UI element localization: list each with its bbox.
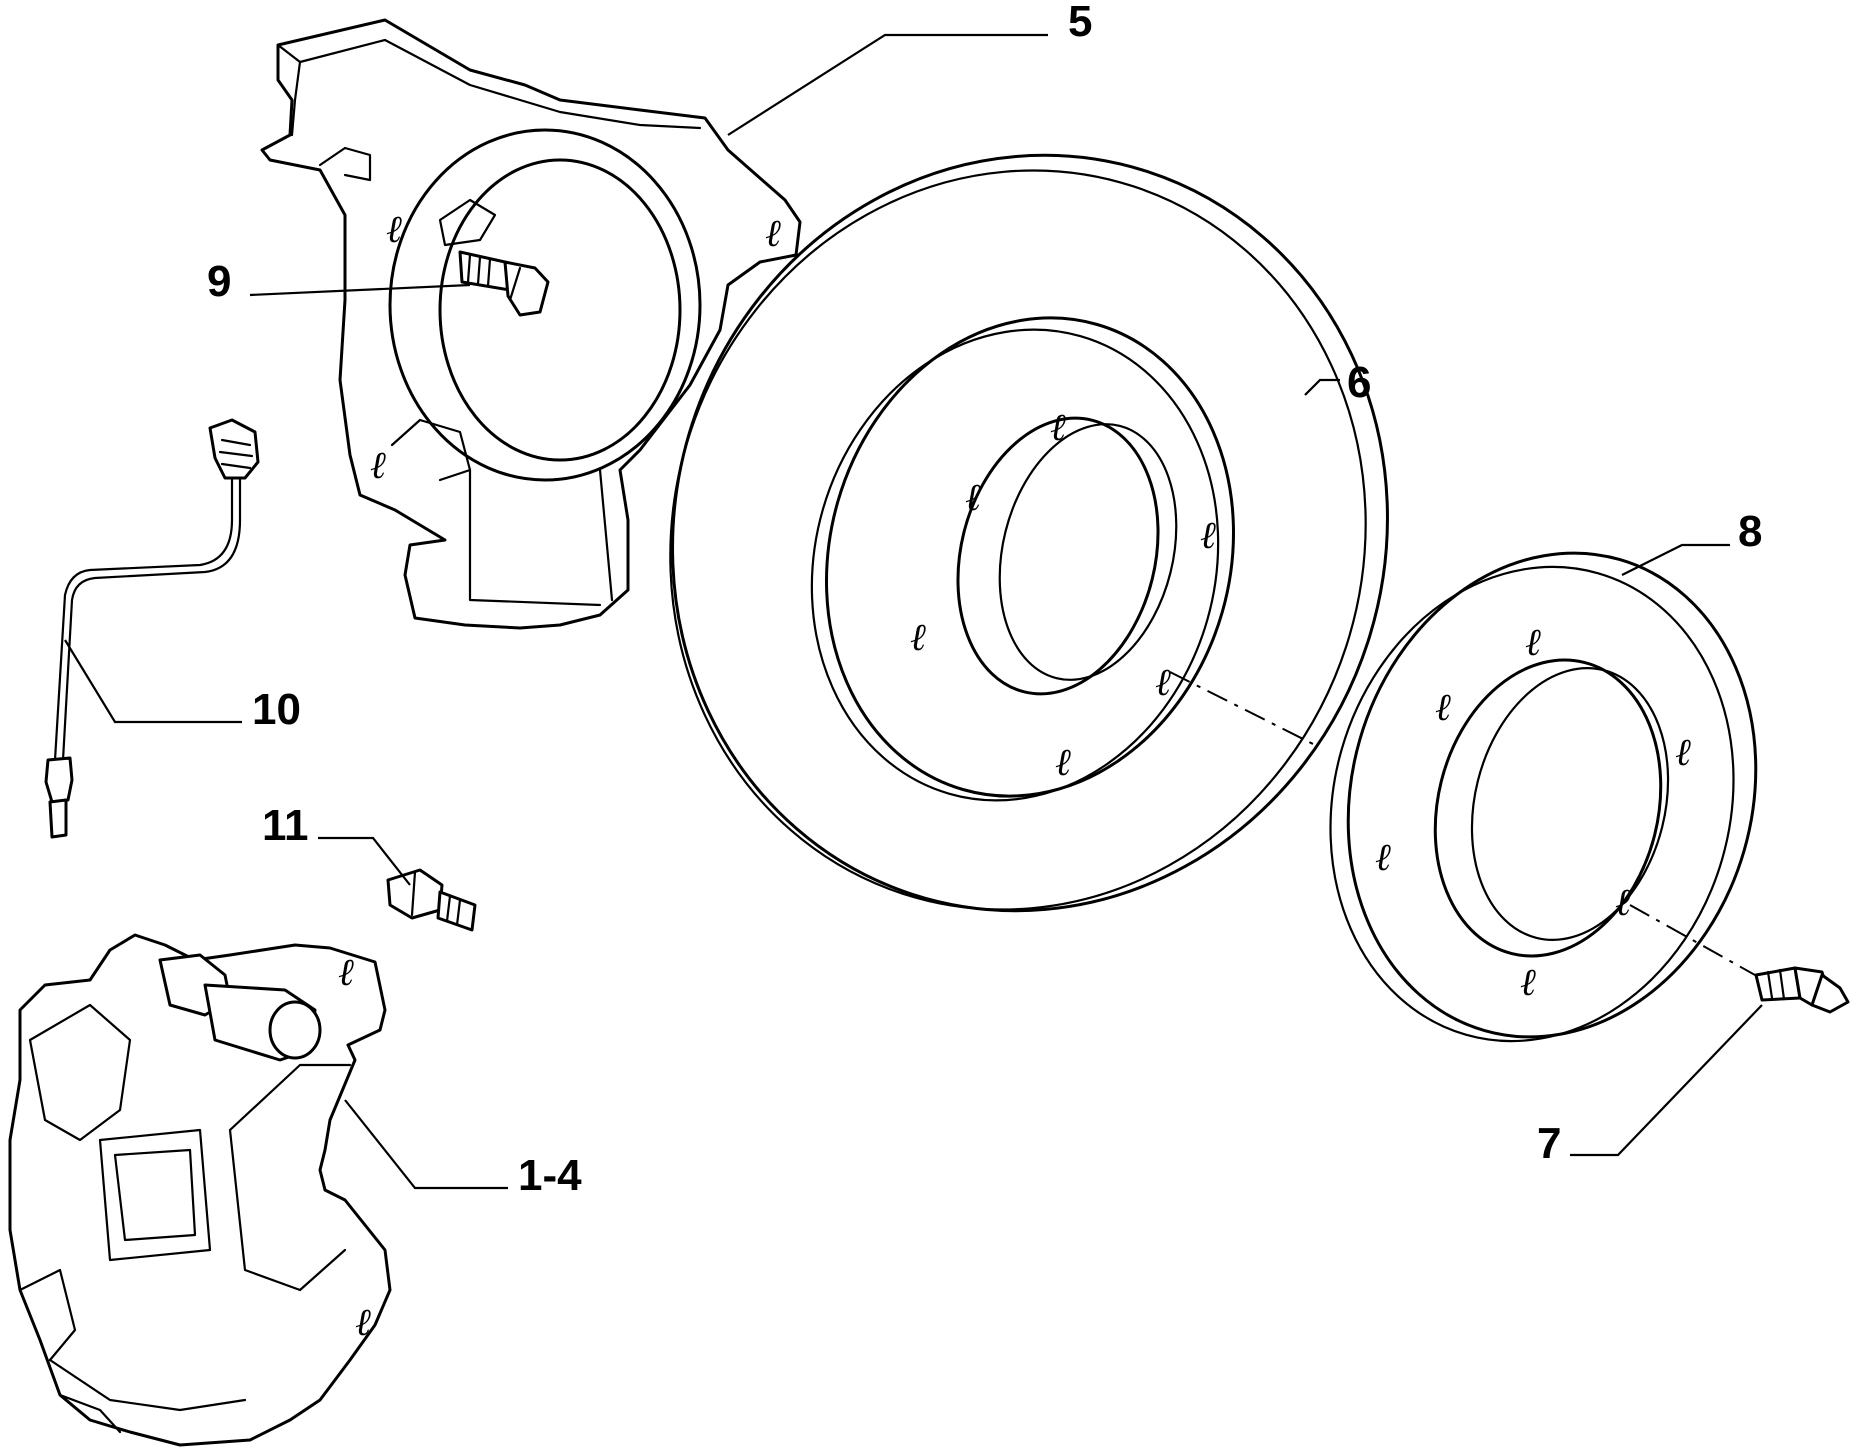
shield-bolt-part	[458, 250, 550, 317]
disc-bolt-hole: ℓ	[1050, 405, 1066, 449]
leader-lines	[64, 33, 1763, 1190]
caliper-mounting-hole: ℓ	[338, 950, 354, 994]
caliper-part: ℓ ℓ	[8, 933, 392, 1447]
leader-line-9	[249, 283, 471, 297]
leader-line-8	[1621, 543, 1730, 576]
ring-bolt-hole: ℓ	[1615, 880, 1631, 924]
ring-bolt-hole: ℓ	[1675, 730, 1691, 774]
disc-bolt-hole: ℓ	[1200, 513, 1216, 557]
callout-11: 11	[262, 801, 309, 850]
shield-mounting-hole: ℓ	[370, 443, 386, 487]
disc-bolt-hole: ℓ	[1155, 660, 1171, 704]
shield-mounting-hole: ℓ	[765, 211, 781, 255]
callout-10: 10	[252, 685, 301, 734]
caliper-mounting-hole: ℓ	[355, 1300, 371, 1344]
ring-bolt-hole: ℓ	[1520, 960, 1536, 1004]
callout-9: 9	[207, 257, 231, 306]
callout-5: 5	[1068, 0, 1092, 46]
disc-bolt-hole: ℓ	[965, 475, 981, 519]
caliper-bolt-part	[386, 868, 477, 932]
splash-shield-part: ℓ ℓ ℓ	[260, 18, 802, 630]
disc-bolt-hole: ℓ	[1055, 740, 1071, 784]
leader-line-6	[1304, 378, 1340, 396]
brake-disc-part: ℓ ℓ ℓ ℓ ℓ ℓ	[669, 153, 1389, 913]
leader-line-11	[318, 836, 411, 886]
ring-bolt-hole: ℓ	[1435, 685, 1451, 729]
leader-line-10	[64, 639, 242, 724]
callout-8: 8	[1738, 507, 1762, 556]
callout-6: 6	[1347, 358, 1371, 407]
disc-to-ring-axis	[1169, 671, 1316, 746]
wheel-stud-part	[1754, 966, 1850, 1014]
spacer-ring-part: ℓ ℓ ℓ ℓ ℓ ℓ	[1329, 551, 1758, 1043]
callout-7: 7	[1537, 1119, 1561, 1168]
disc-bolt-hole: ℓ	[910, 615, 926, 659]
leader-line-1-4	[344, 1099, 508, 1190]
ring-bolt-hole: ℓ	[1375, 835, 1391, 879]
leader-line-7	[1570, 1004, 1763, 1157]
callout-1-4: 1-4	[518, 1151, 582, 1200]
wear-sensor-part	[44, 418, 260, 839]
leader-line-5	[727, 33, 1048, 136]
ring-bolt-hole: ℓ	[1525, 620, 1541, 664]
shield-mounting-hole: ℓ	[386, 207, 402, 251]
